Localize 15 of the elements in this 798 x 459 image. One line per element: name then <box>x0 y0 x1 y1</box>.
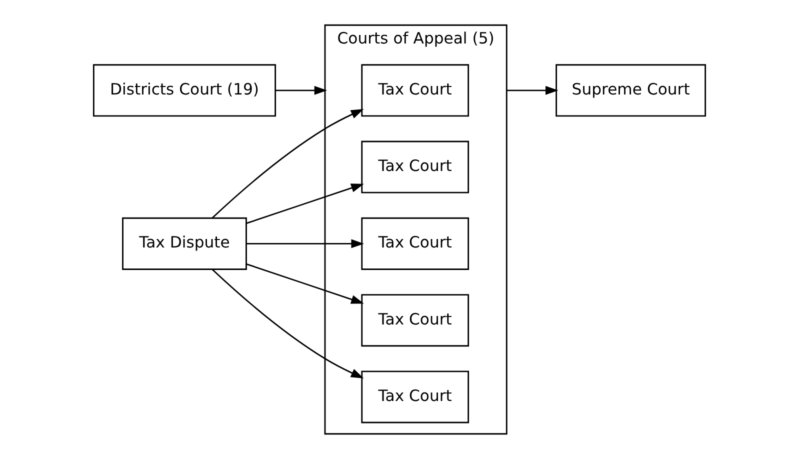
arrow <box>246 239 364 248</box>
node-box: Tax Court <box>360 217 469 270</box>
arrow <box>246 184 364 224</box>
node-box: Districts Court (19) <box>92 64 276 117</box>
arrow <box>506 86 558 95</box>
arrow <box>211 268 364 378</box>
arrow <box>211 109 364 218</box>
node-box: Tax Court <box>360 370 469 424</box>
node-box: Tax Court <box>360 294 469 347</box>
node-box: Tax Court <box>360 64 469 117</box>
node-box: Tax Dispute <box>122 217 246 270</box>
node-box: Supreme Court <box>555 64 706 117</box>
arrow <box>246 263 364 304</box>
node-box: Tax Court <box>360 140 469 194</box>
arrow <box>275 86 327 95</box>
